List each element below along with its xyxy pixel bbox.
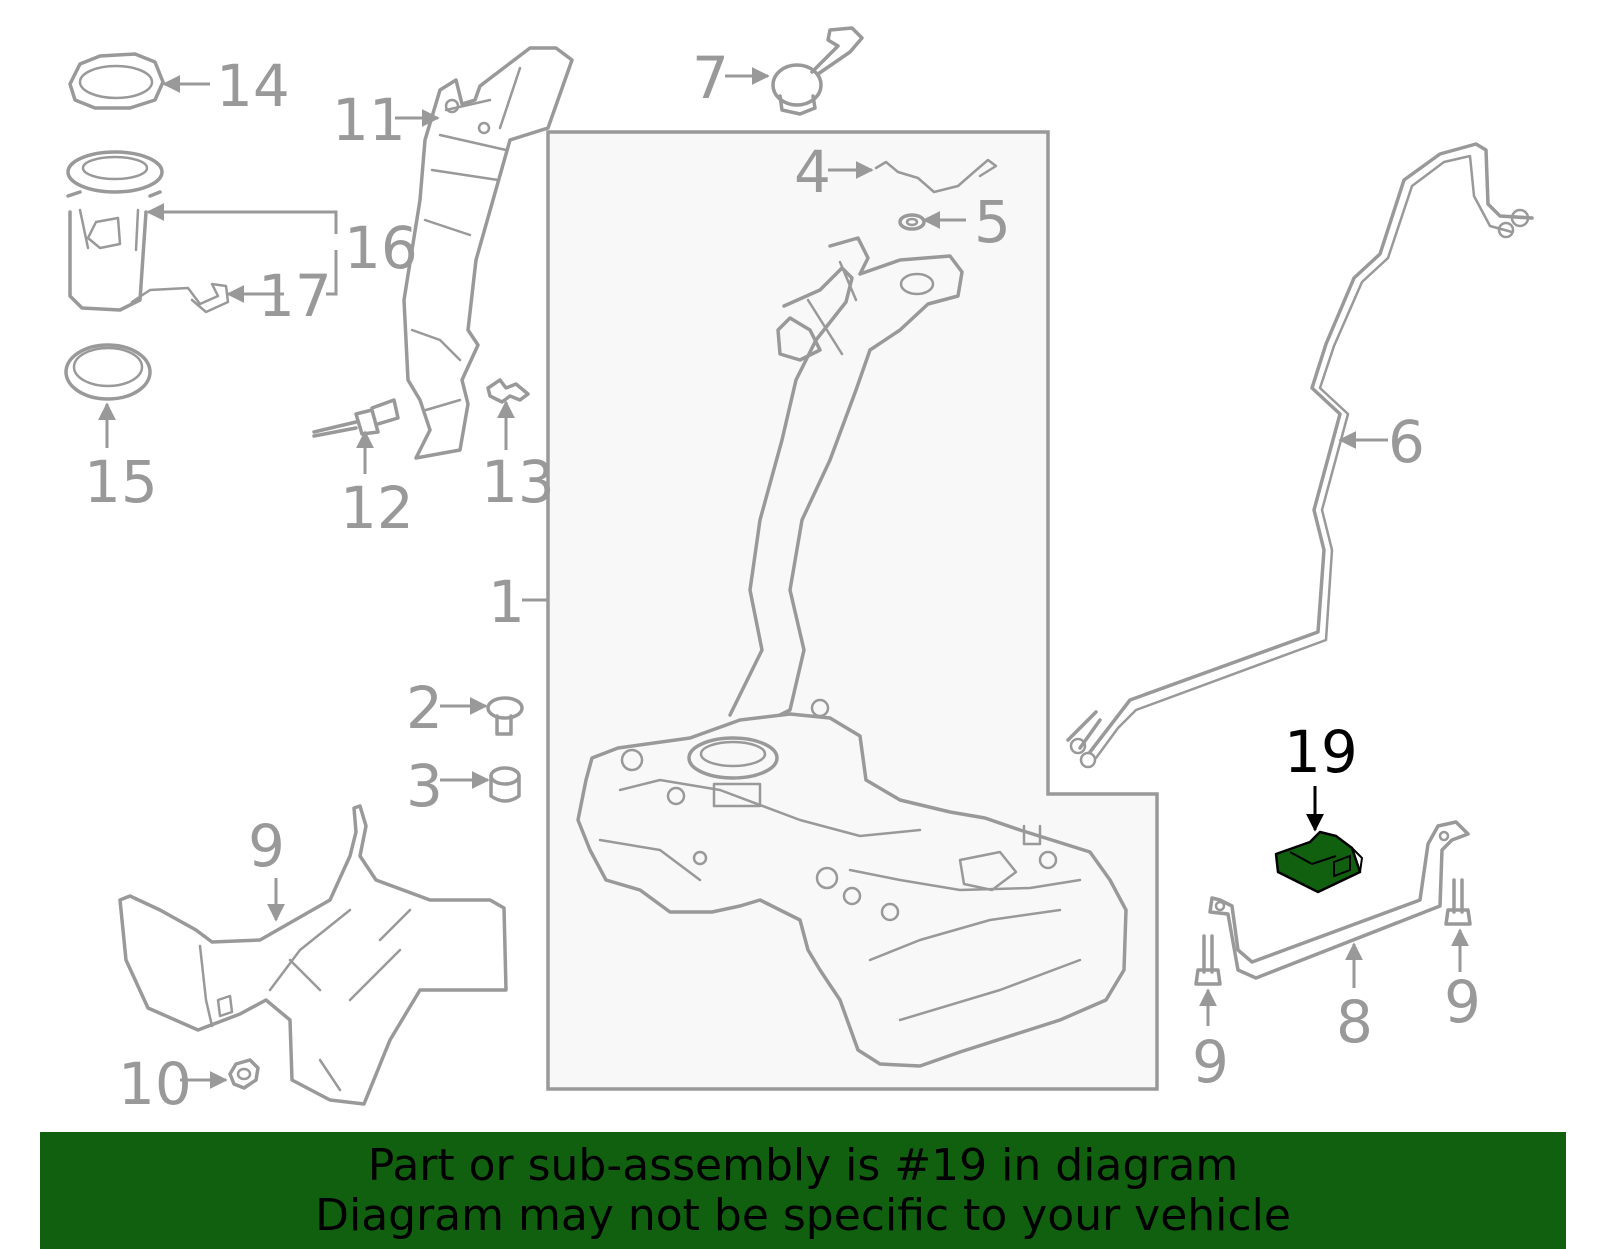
part-1-fuel-tank: [576, 236, 1128, 1068]
part-7-fuel-cap: [771, 26, 864, 116]
part-9-bolt-right: [1444, 878, 1472, 926]
callout-1: 1: [488, 568, 525, 636]
part-9-bolt-left: [1194, 934, 1222, 986]
callout-19: 19: [1284, 718, 1358, 786]
callout-3: 3: [406, 752, 443, 820]
callout-7: 7: [692, 44, 729, 112]
part-15-lock-ring: [68, 52, 165, 110]
callout-2: 2: [406, 674, 443, 742]
part-13-push-pin: [312, 398, 400, 438]
callout-9-right: 9: [1444, 968, 1481, 1036]
callout-18: 17: [258, 262, 332, 330]
leader-lines: [98, 67, 1469, 1089]
tank-assembly-inset: [546, 130, 1159, 1091]
callout-4: 4: [794, 138, 831, 206]
part-17-fuel-pump-module: [66, 150, 164, 312]
info-banner: Part or sub-assembly is #19 in diagram D…: [40, 1132, 1566, 1249]
part-16-seal: [64, 343, 152, 401]
callout-6: 6: [1388, 408, 1425, 476]
callout-8: 8: [1336, 988, 1373, 1056]
part-4-sender-wire: [874, 158, 998, 194]
callout-5: 5: [974, 188, 1011, 256]
part-19-control-module[interactable]: [1274, 830, 1364, 894]
callout-12: 11: [332, 86, 406, 154]
part-2-bolt: [486, 696, 524, 736]
callout-13: 12: [340, 474, 414, 542]
callout-15: 14: [216, 52, 290, 120]
part-10-heat-shield: [118, 804, 508, 1106]
banner-line-2: Diagram may not be specific to your vehi…: [315, 1190, 1291, 1241]
part-11-nut: [228, 1058, 260, 1090]
callout-11: 10: [118, 1050, 192, 1118]
part-3-bushing: [489, 766, 521, 803]
part-12-filler-shield: [402, 46, 574, 460]
part-6-fuel-line: [1066, 142, 1534, 769]
callout-10: 9: [248, 812, 285, 880]
callout-9-left: 9: [1192, 1028, 1229, 1096]
part-18-wiring-harness: [130, 282, 230, 314]
callout-16: 15: [84, 448, 158, 516]
part-14-clip: [486, 378, 530, 404]
part-8-tank-strap: [1208, 820, 1470, 980]
callout-17: 16: [344, 214, 418, 282]
callout-14: 13: [481, 448, 555, 516]
banner-line-1: Part or sub-assembly is #19 in diagram: [367, 1140, 1239, 1191]
